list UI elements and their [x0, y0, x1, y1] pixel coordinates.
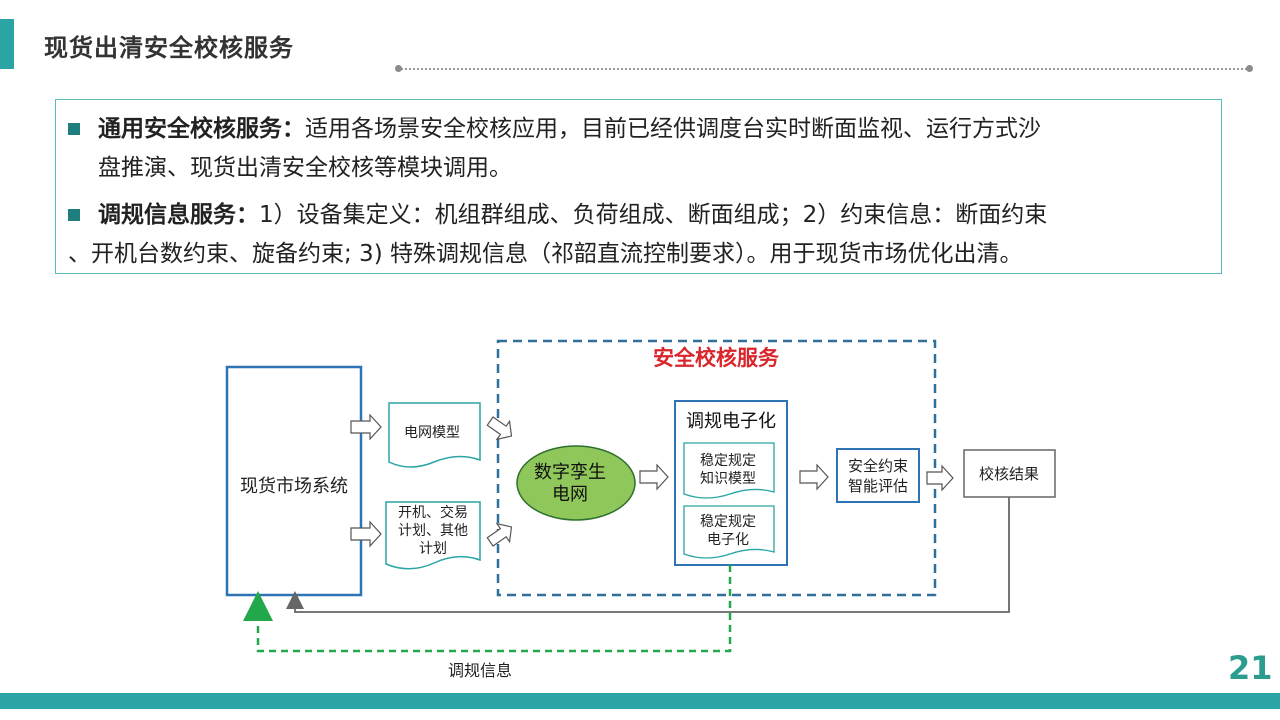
bullet-heading: 通用安全校核服务： — [98, 116, 305, 142]
grid-model-label: 电网模型 — [404, 424, 460, 440]
page-title: 现货出清安全校核服务 — [44, 34, 294, 62]
assessment-label-line1: 安全约束 — [848, 457, 908, 475]
market-system-box — [225, 365, 363, 597]
bullet-regulation-service: 调规信息服务：1）设备集定义：机组群组成、负荷组成、断面组成；2）约束信息：断面… — [68, 196, 1208, 274]
knowledge-label-line2: 知识模型 — [700, 470, 756, 486]
page-number: 21 — [1228, 649, 1273, 687]
knowledge-label-line1: 稳定规定 — [700, 452, 756, 468]
regulation-info-line — [243, 565, 732, 653]
plan-doc — [385, 501, 481, 570]
bullet-square-icon — [68, 123, 80, 135]
digitize-label-line2: 电子化 — [707, 531, 749, 547]
assessment-label-line2: 智能评估 — [848, 477, 908, 495]
arrow-icon — [639, 463, 669, 491]
divider-dot-right — [1246, 65, 1253, 72]
divider-dot-left — [395, 65, 402, 72]
title-divider — [398, 68, 1250, 70]
grid-model-doc — [388, 402, 481, 468]
result-feedback-line — [286, 497, 1010, 613]
footer-band — [0, 693, 1280, 709]
plan-label-line2: 计划、其他 — [398, 522, 468, 538]
arrow-icon — [486, 522, 513, 547]
bullet-square-icon — [68, 209, 80, 221]
arrow-icon — [799, 463, 829, 491]
title-accent-bar — [0, 19, 14, 69]
arrow-icon — [350, 520, 382, 548]
plan-label-line1: 开机、交易 — [398, 504, 468, 520]
arrow-icon — [926, 464, 954, 492]
plan-label-line3: 计划 — [419, 540, 447, 556]
service-container — [496, 339, 937, 597]
info-box: 通用安全校核服务：适用各场景安全校核应用，目前已经供调度台实时断面监视、运行方式… — [55, 99, 1222, 274]
bullet-heading: 调规信息服务： — [98, 202, 259, 228]
market-system-label: 现货市场系统 — [240, 476, 348, 496]
digital-twin-label-line1: 数字孪生 — [534, 462, 606, 482]
assessment-box — [836, 448, 920, 503]
bullet-body: 1）设备集定义：机组群组成、负荷组成、断面组成；2）约束信息：断面约束 — [259, 202, 1048, 228]
bullet-body: 盘推演、现货出清安全校核等模块调用。 — [98, 155, 512, 181]
digitize-doc — [683, 505, 775, 559]
bullet-general-service: 通用安全校核服务：适用各场景安全校核应用，目前已经供调度台实时断面监视、运行方式… — [68, 110, 1208, 188]
digital-twin-node — [516, 445, 636, 521]
arrow-icon — [350, 413, 382, 441]
regulation-info-label: 调规信息 — [448, 662, 512, 680]
bullet-body: 、开机台数约束、旋备约束; 3) 特殊调规信息（祁韶直流控制要求）。用于现货市场… — [68, 241, 1023, 267]
digital-twin-label-line2: 电网 — [552, 484, 588, 504]
digitize-label-line1: 稳定规定 — [700, 513, 756, 529]
bullet-body: 适用各场景安全校核应用，目前已经供调度台实时断面监视、运行方式沙 — [305, 116, 1041, 142]
knowledge-model-doc — [683, 442, 775, 499]
service-title: 安全校核服务 — [653, 346, 780, 370]
result-label: 校核结果 — [979, 466, 1039, 483]
arrow-icon — [486, 416, 513, 441]
result-box — [963, 449, 1056, 498]
regulation-title: 调规电子化 — [686, 411, 776, 431]
